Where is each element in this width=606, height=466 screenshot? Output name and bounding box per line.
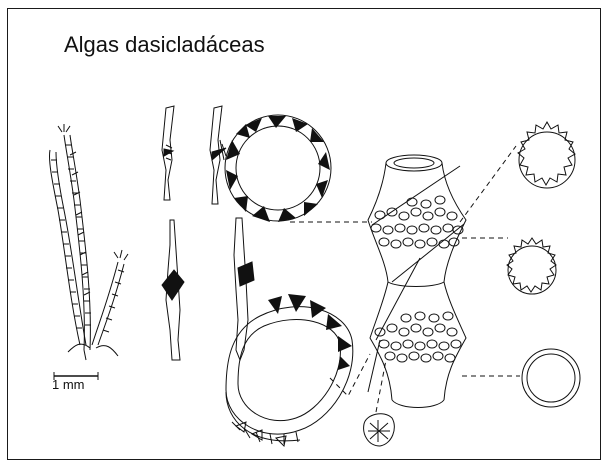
- scale-bar-label: 1 mm: [52, 377, 85, 392]
- star-fragment: [364, 414, 395, 446]
- whole-alga-plant: [49, 124, 128, 360]
- cylinder-pores-upper: [371, 196, 463, 248]
- segment-view-lower-right: [234, 218, 254, 360]
- cross-section-toothed-middle: [507, 238, 556, 294]
- cross-section-ring: [225, 115, 331, 222]
- segment-view-upper-right: [210, 106, 226, 204]
- segment-view-upper-left: [162, 106, 174, 200]
- figure-frame: [7, 8, 601, 460]
- cross-section-smooth-lower: [522, 349, 580, 407]
- cylinder-segment: [368, 155, 466, 408]
- segment-view-lower-left: [162, 220, 184, 360]
- oblong-cross-section: [226, 294, 353, 446]
- scale-bar: [54, 372, 98, 380]
- figure-title: Algas dasicladáceas: [64, 32, 265, 57]
- cylinder-pores-lower: [375, 312, 461, 362]
- cross-section-toothed-upper: [518, 122, 575, 188]
- dashed-leader-lines: [290, 146, 520, 412]
